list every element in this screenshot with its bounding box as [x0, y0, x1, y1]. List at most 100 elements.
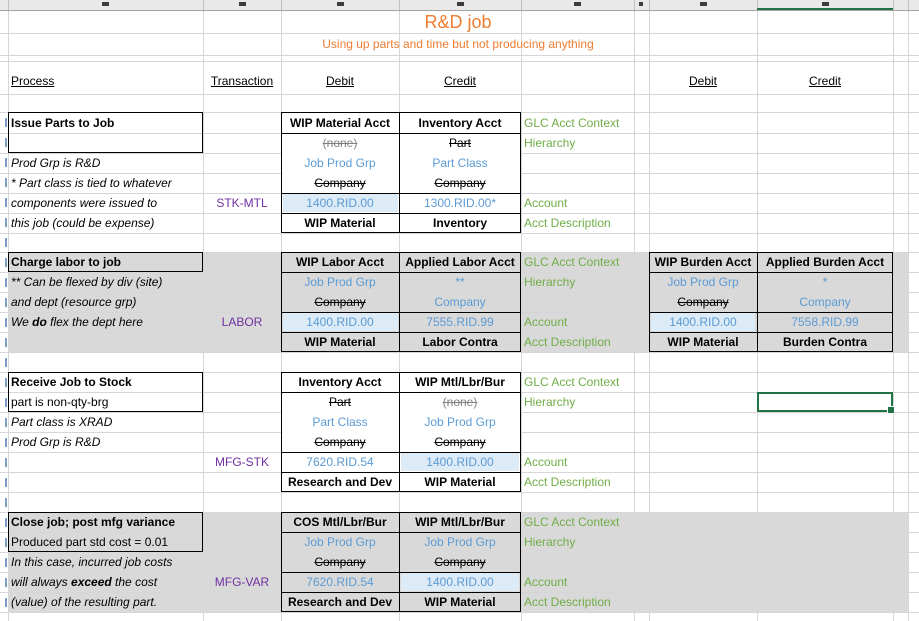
transaction-code[interactable]: LABOR	[221, 315, 263, 329]
glc-hierarchy-label[interactable]: Hierarchy	[524, 275, 576, 289]
note[interactable]: and dept (resource grp)	[11, 295, 137, 309]
credit-description[interactable]: Labor Contra	[422, 335, 498, 349]
burden-debit-acct-header[interactable]: WIP Burden Acct	[654, 255, 752, 269]
section-title[interactable]: Charge labor to job	[11, 255, 122, 269]
glc-description-label[interactable]: Acct Description	[524, 475, 611, 489]
credit-account[interactable]: 7555.RID.99	[426, 315, 494, 329]
burden-credit-hierarchy[interactable]: *	[822, 275, 828, 289]
debit-hierarchy[interactable]: Job Prod Grp	[304, 535, 376, 549]
note[interactable]: ** Can be flexed by div (site)	[11, 275, 163, 289]
header-process[interactable]: Process	[11, 74, 55, 88]
header-credit-2[interactable]: Credit	[808, 74, 841, 88]
credit-hierarchy[interactable]: (none)	[442, 395, 478, 409]
burden-debit-description[interactable]: WIP Material	[667, 335, 739, 349]
debit-hierarchy[interactable]: (none)	[322, 136, 358, 150]
credit-account[interactable]: 1300.RID.00*	[423, 196, 497, 210]
burden-credit-acct-header[interactable]: Applied Burden Acct	[765, 255, 885, 269]
credit-hierarchy[interactable]: Job Prod Grp	[424, 535, 496, 549]
note[interactable]: Prod Grp is R&D	[11, 156, 101, 170]
note[interactable]: We do flex the dept here	[11, 315, 143, 329]
transaction-code[interactable]: MFG-STK	[215, 455, 269, 469]
debit-acct-header[interactable]: Inventory Acct	[298, 375, 382, 389]
note[interactable]: will always exceed the cost	[11, 575, 158, 589]
burden-debit-hierarchy[interactable]: Company	[677, 295, 729, 309]
credit-acct-header[interactable]: WIP Mtl/Lbr/Bur	[415, 515, 505, 529]
section-title[interactable]: Close job; post mfg variance	[11, 515, 176, 529]
glc-account-label[interactable]: Account	[524, 315, 568, 329]
fill-handle[interactable]	[887, 406, 895, 414]
glc-hierarchy-label[interactable]: Hierarchy	[524, 136, 576, 150]
glc-account-label[interactable]: Account	[524, 575, 568, 589]
debit-acct-header[interactable]: COS Mtl/Lbr/Bur	[293, 515, 387, 529]
column-header-strip[interactable]	[0, 0, 919, 11]
credit-hierarchy[interactable]: Company	[434, 435, 486, 449]
debit-account[interactable]: 7620.RID.54	[306, 575, 374, 589]
credit-hierarchy[interactable]: Company	[434, 176, 486, 190]
section-title[interactable]: Receive Job to Stock	[11, 375, 132, 389]
credit-hierarchy[interactable]: Job Prod Grp	[424, 415, 496, 429]
note[interactable]: Part class is XRAD	[11, 415, 113, 429]
debit-hierarchy[interactable]: Company	[314, 435, 366, 449]
glc-context-label[interactable]: GLC Acct Context	[524, 515, 620, 529]
debit-account[interactable]: 7620.RID.54	[306, 455, 374, 469]
transaction-code[interactable]: STK-MTL	[216, 196, 268, 210]
section-subnote[interactable]: part is non-qty-brg	[11, 395, 109, 409]
burden-credit-account[interactable]: 7558.RID.99	[791, 315, 859, 329]
note[interactable]: this job (could be expense)	[11, 216, 155, 230]
credit-description[interactable]: Inventory	[432, 216, 487, 230]
note[interactable]: * Part class is tied to whatever	[11, 176, 172, 190]
debit-account[interactable]: 1400.RID.00	[306, 196, 374, 210]
section-subnote[interactable]: Produced part std cost = 0.01	[11, 535, 169, 549]
note[interactable]: In this case, incurred job costs	[11, 555, 173, 569]
debit-hierarchy[interactable]: Company	[314, 295, 366, 309]
debit-hierarchy[interactable]: Job Prod Grp	[304, 156, 376, 170]
debit-hierarchy[interactable]: Company	[314, 555, 366, 569]
header-debit-2[interactable]: Debit	[688, 74, 717, 88]
credit-hierarchy[interactable]: Part	[448, 136, 471, 150]
glc-account-label[interactable]: Account	[524, 196, 568, 210]
burden-debit-account[interactable]: 1400.RID.00	[669, 315, 737, 329]
debit-hierarchy[interactable]: Job Prod Grp	[304, 275, 376, 289]
debit-hierarchy[interactable]: Part Class	[312, 415, 368, 429]
credit-acct-header[interactable]: WIP Mtl/Lbr/Bur	[415, 375, 505, 389]
debit-description[interactable]: Research and Dev	[287, 475, 393, 489]
credit-acct-header[interactable]: Inventory Acct	[418, 115, 502, 130]
burden-credit-description[interactable]: Burden Contra	[783, 335, 867, 349]
glc-context-label[interactable]: GLC Acct Context	[524, 115, 620, 130]
note[interactable]: components were issued to	[11, 196, 158, 210]
glc-hierarchy-label[interactable]: Hierarchy	[524, 395, 576, 409]
glc-hierarchy-label[interactable]: Hierarchy	[524, 535, 576, 549]
transaction-code[interactable]: MFG-VAR	[214, 575, 270, 589]
note[interactable]: (value) of the resulting part.	[11, 595, 158, 609]
glc-account-label[interactable]: Account	[524, 455, 568, 469]
header-debit[interactable]: Debit	[325, 74, 354, 88]
debit-description[interactable]: WIP Material	[304, 335, 376, 349]
debit-description[interactable]: Research and Dev	[287, 595, 393, 609]
credit-description[interactable]: WIP Material	[424, 475, 496, 489]
credit-acct-header[interactable]: Applied Labor Acct	[405, 255, 515, 269]
selected-cell[interactable]	[757, 392, 895, 414]
debit-account[interactable]: 1400.RID.00	[306, 315, 374, 329]
glc-context-label[interactable]: GLC Acct Context	[524, 375, 620, 389]
credit-hierarchy[interactable]: **	[455, 275, 465, 289]
note[interactable]: Prod Grp is R&D	[11, 435, 101, 449]
debit-hierarchy[interactable]: Company	[314, 176, 366, 190]
glc-description-label[interactable]: Acct Description	[524, 335, 611, 349]
glc-description-label[interactable]: Acct Description	[524, 595, 611, 609]
debit-acct-header[interactable]: WIP Material Acct	[289, 115, 391, 130]
header-credit[interactable]: Credit	[443, 74, 476, 88]
glc-context-label[interactable]: GLC Acct Context	[524, 255, 620, 269]
debit-description[interactable]: WIP Material	[304, 216, 376, 230]
credit-account[interactable]: 1400.RID.00	[426, 455, 494, 469]
burden-debit-hierarchy[interactable]: Job Prod Grp	[667, 275, 739, 289]
credit-hierarchy[interactable]: Company	[434, 295, 486, 309]
credit-hierarchy[interactable]: Company	[434, 555, 486, 569]
credit-hierarchy[interactable]: Part Class	[432, 156, 488, 170]
credit-account[interactable]: 1400.RID.00	[426, 575, 494, 589]
burden-credit-hierarchy[interactable]: Company	[799, 295, 851, 309]
debit-acct-header[interactable]: WIP Labor Acct	[295, 255, 384, 269]
section-title[interactable]: Issue Parts to Job	[11, 115, 115, 130]
credit-description[interactable]: WIP Material	[424, 595, 496, 609]
glc-description-label[interactable]: Acct Description	[524, 216, 611, 230]
header-transaction[interactable]: Transaction	[210, 74, 274, 88]
